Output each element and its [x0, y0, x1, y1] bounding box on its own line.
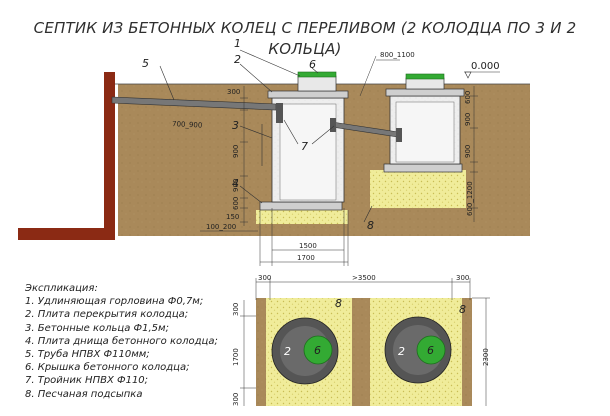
well-2-section [383, 73, 465, 173]
legend-item-2: 2. Плита перекрытия колодца; [25, 309, 189, 321]
diagram-title: СЕПТИК ИЗ БЕТОННЫХ КОЛЕЦ С ПЕРЕЛИВОМ (2 … [0, 18, 610, 60]
well-1-neck [297, 75, 337, 92]
title-line-1: СЕПТИК ИЗ БЕТОННЫХ КОЛЕЦ С ПЕРЕЛИВОМ (2 … [33, 19, 577, 37]
plan-dim-top-3500: >3500 [352, 274, 376, 282]
plan-well-1-lid-label: 6 [314, 344, 321, 357]
plan-soil-mid [352, 298, 370, 406]
dim-900-lower: 900 [232, 179, 240, 192]
dim-right-900-b: 900 [464, 145, 472, 158]
plan-well-2-lid [416, 335, 446, 365]
callout-8: 8 [367, 219, 374, 232]
plan-soil-left [256, 298, 266, 406]
dim-100-200: 100_200 [206, 223, 236, 231]
plan-dim-left-1700: 1700 [232, 348, 240, 366]
right-dimensions [470, 86, 478, 222]
left-dimensions [200, 86, 258, 232]
dim-right-600: 600 [464, 91, 472, 104]
plan-dim-left-300-bottom: 300 [232, 393, 240, 406]
well-2-base-plate [383, 163, 463, 173]
plan-dim-left-300-top: 300 [232, 303, 240, 316]
callout-4: 4 [232, 177, 239, 190]
overflow-tee-1 [330, 118, 336, 132]
plan-well-1-ring-label: 2 [284, 345, 291, 358]
plan-well-1-lid [303, 335, 333, 365]
dim-300: 300 [227, 88, 240, 96]
plan-well-2-lid-label: 6 [427, 344, 434, 357]
legend-item-1: 1. Удлиняющая горловина Ф0,7м; [25, 296, 204, 308]
legend-item-6: 6. Крышка бетонного колодца; [25, 362, 190, 374]
sand-pad-well-2 [370, 170, 466, 208]
bottom-dimensions [259, 208, 349, 266]
dim-right-600-1200: 600_1200 [466, 181, 474, 216]
legend-item-3: 3. Бетонные кольца Ф1,5м; [25, 322, 169, 334]
plan-dim-top-300-left: 300 [258, 274, 271, 282]
well-1-section [259, 71, 349, 211]
plan-view: 2 6 8 2 6 8 300 >3500 300 300 1700 300 2… [232, 274, 490, 406]
sand-pad-well-1 [256, 210, 348, 224]
dim-800-1100: 800_1100 [380, 51, 415, 59]
legend-heading: Экспликация: [25, 283, 98, 294]
legend-item-5: 5. Труба НПВХ Ф110мм; [25, 349, 150, 361]
well-1-inner [279, 103, 337, 201]
well-1-cover-slab [267, 90, 349, 99]
legend-item-4: 4. Плита днища бетонного колодца; [25, 335, 218, 347]
legend-item-7: 7. Тройник НПВХ Ф110; [25, 375, 149, 387]
callout-3: 3 [232, 119, 239, 132]
dim-600: 600 [232, 197, 240, 210]
dim-700-900: 700_900 [172, 120, 203, 130]
level-mark: 0.000 [464, 61, 500, 79]
house-wall [104, 72, 115, 240]
callout-7: 7 [301, 140, 308, 153]
well-2-neck [405, 77, 445, 90]
legend-item-8: 8. Песчаная подсыпка [25, 388, 143, 400]
dim-1500: 1500 [299, 242, 317, 250]
overflow-tee-2 [396, 128, 402, 142]
well-1-lid [297, 71, 337, 78]
inlet-tee [276, 103, 283, 123]
title-line-2: КОЛЬЦА) [268, 40, 342, 58]
explication-legend: Экспликация: 1. Удлиняющая горловина Ф0,… [25, 282, 218, 401]
well-1-base-plate [259, 201, 343, 211]
dim-150: 150 [226, 213, 239, 221]
plan-well-2-sand-label: 8 [459, 303, 466, 316]
callout-5: 5 [142, 57, 149, 70]
dim-900-upper: 900 [232, 145, 240, 158]
well-2-inner [395, 101, 455, 163]
plan-soil-right [462, 298, 472, 406]
plan-dimensions [240, 278, 490, 406]
plan-well-1-sand-label: 8 [335, 297, 342, 310]
callout-6: 6 [309, 58, 316, 71]
callout-2: 2 [234, 53, 241, 66]
level-value: 0.000 [471, 61, 500, 72]
plan-well-2-ring-label: 2 [398, 345, 405, 358]
plan-dim-right-2300: 2300 [482, 348, 490, 366]
plan-dim-top-300-right: 300 [456, 274, 469, 282]
callout-leaders [159, 49, 373, 223]
house-wall-base [18, 228, 115, 240]
dim-1700: 1700 [297, 254, 315, 262]
well-2-cover-slab [385, 88, 465, 97]
callout-1: 1 [234, 37, 241, 50]
dim-right-900-a: 900 [464, 113, 472, 126]
well-2-lid [405, 73, 445, 80]
section-view: 0.000 300 900 900 600 150 100_200 700_90… [18, 37, 530, 266]
